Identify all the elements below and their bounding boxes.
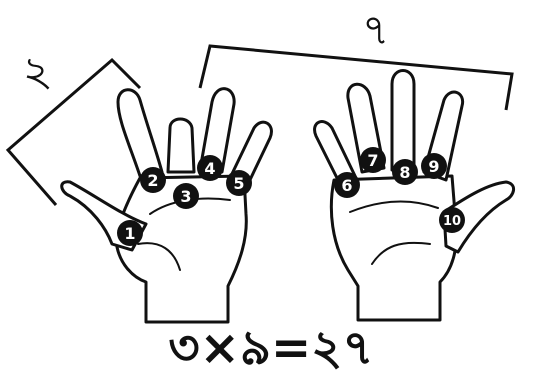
- left-bracket-label: ২: [19, 45, 54, 99]
- finger-marker-6: 6: [334, 172, 360, 198]
- svg-text:7: 7: [367, 151, 378, 170]
- finger-marker-4: 4: [197, 155, 223, 181]
- svg-text:2: 2: [147, 171, 158, 190]
- right-bracket-label: ৭: [362, 5, 389, 54]
- svg-text:5: 5: [233, 174, 244, 193]
- finger-marker-2: 2: [140, 167, 166, 193]
- svg-text:9: 9: [428, 157, 439, 176]
- svg-text:1: 1: [124, 224, 135, 243]
- svg-text:6: 6: [341, 176, 352, 195]
- finger-marker-1: 1: [117, 220, 143, 246]
- left-index-finger: [118, 90, 162, 176]
- svg-text:10: 10: [443, 214, 461, 229]
- finger-marker-10: 10: [439, 207, 465, 233]
- svg-text:4: 4: [204, 159, 215, 178]
- finger-marker-3: 3: [173, 183, 199, 209]
- finger-marker-8: 8: [392, 159, 418, 185]
- left-middle-finger: [168, 119, 194, 172]
- finger-marker-5: 5: [226, 170, 252, 196]
- right-middle-finger: [392, 71, 414, 171]
- svg-text:3: 3: [180, 187, 191, 206]
- finger-marker-7: 7: [360, 147, 386, 173]
- left-hand: [62, 89, 272, 322]
- finger-marker-9: 9: [421, 153, 447, 179]
- equation: ৩×৯=২৭: [168, 320, 373, 371]
- svg-text:8: 8: [399, 163, 410, 182]
